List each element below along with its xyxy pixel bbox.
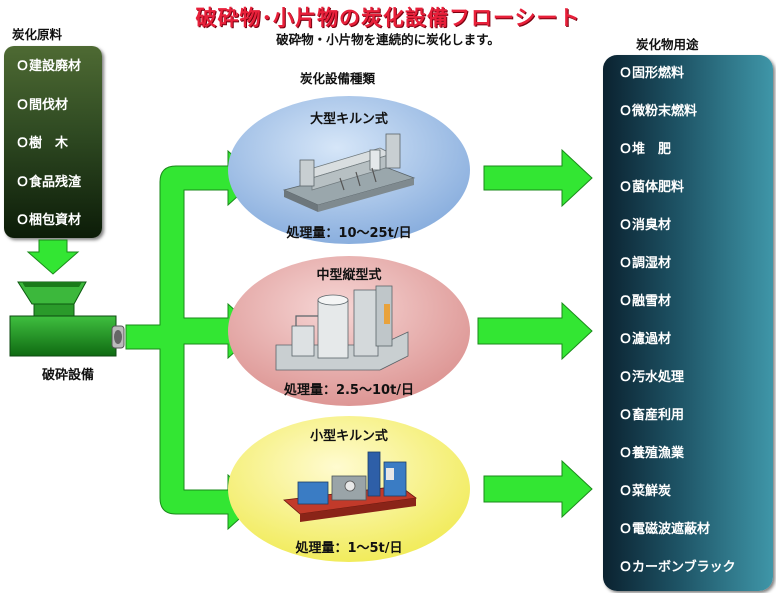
use-item: Ｏ電磁波遮蔽材: [619, 522, 711, 537]
page-subtitle: 破砕物・小片物を連続的に炭化します。: [276, 32, 500, 47]
use-item: Ｏ調湿材: [619, 256, 672, 271]
large-kiln-machine-icon: [282, 133, 416, 212]
use-item: Ｏ菌体肥料: [619, 180, 685, 195]
medium-vertical-title: 中型縦型式: [316, 268, 382, 283]
large-kiln-output-arrow: [483, 148, 593, 208]
raw-material-item: Ｏ樹 木: [16, 136, 69, 151]
raw-material-item: Ｏ建設廃材: [16, 59, 82, 74]
use-item: Ｏ汚水処理: [619, 370, 685, 385]
use-item: Ｏ消臭材: [619, 218, 672, 233]
raw-materials-box: Ｏ建設廃材 Ｏ間伐材 Ｏ樹 木 Ｏ食品残渣 Ｏ梱包資材: [4, 46, 102, 238]
equipment-types-header: 炭化設備種類: [300, 71, 376, 86]
raw-material-item: Ｏ梱包資材: [16, 213, 82, 228]
raw-to-crusher-arrow: [26, 239, 80, 275]
small-kiln-title: 小型キルン式: [310, 429, 388, 444]
uses-header: 炭化物用途: [636, 37, 699, 52]
use-item: Ｏ菜鮮炭: [619, 484, 672, 499]
raw-materials-header: 炭化原料: [12, 27, 63, 42]
page-title: 破砕物･小片物の炭化設備フローシート: [195, 6, 581, 30]
crusher-machine: [9, 281, 125, 357]
small-kiln-machine-icon: [283, 451, 418, 522]
medium-vertical-machine-icon: [275, 285, 409, 371]
use-item: Ｏ養殖漁業: [619, 446, 685, 461]
use-item: Ｏ畜産利用: [619, 408, 685, 423]
large-kiln-title: 大型キルン式: [310, 112, 388, 127]
raw-material-item: Ｏ食品残渣: [16, 174, 82, 190]
use-item: Ｏ微粉末燃料: [619, 104, 698, 119]
small-kiln-output-arrow: [483, 459, 593, 519]
use-item: Ｏ融雪材: [619, 294, 672, 309]
raw-material-item: Ｏ間伐材: [16, 97, 69, 113]
large-kiln-capacity: 処理量：10～25t/日: [286, 226, 412, 241]
small-kiln-capacity: 処理量：1～5t/日: [295, 541, 403, 556]
use-item: Ｏ濾過材: [619, 332, 672, 347]
medium-vertical-capacity: 処理量：2.5～10t/日: [283, 383, 415, 398]
medium-vertical-output-arrow: [477, 301, 593, 361]
use-item: Ｏ固形燃料: [619, 66, 685, 81]
use-item: Ｏカーボンブラック: [619, 560, 736, 575]
crusher-label: 破砕設備: [42, 368, 95, 383]
use-item: Ｏ堆 肥: [619, 142, 672, 157]
uses-box: Ｏ固形燃料 Ｏ微粉末燃料 Ｏ堆 肥 Ｏ菌体肥料 Ｏ消臭材 Ｏ調湿材 Ｏ融雪材 Ｏ…: [603, 55, 773, 591]
